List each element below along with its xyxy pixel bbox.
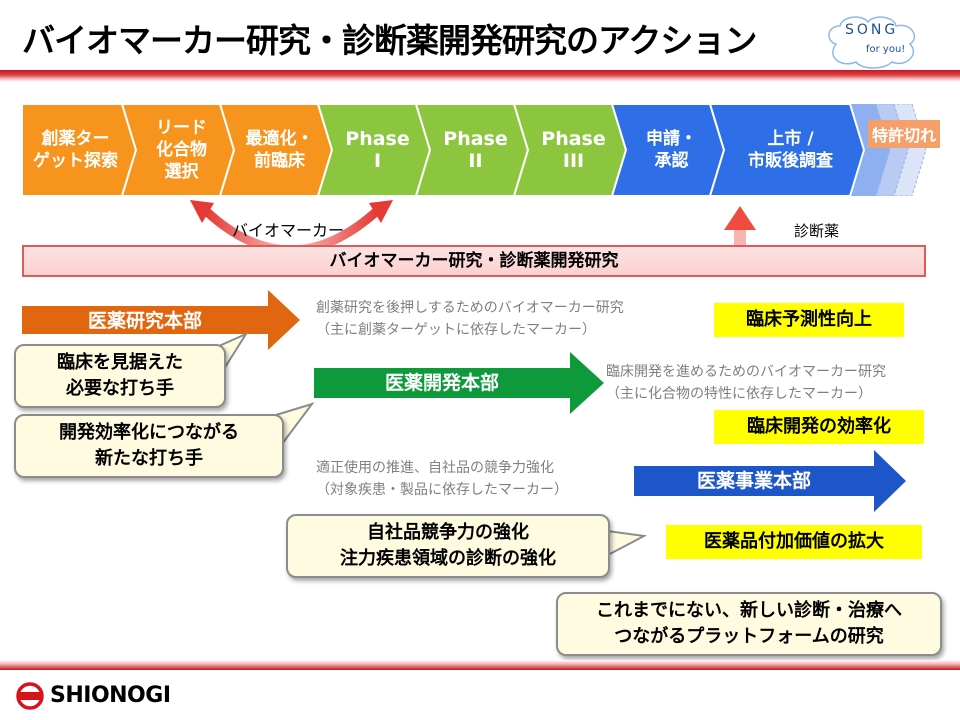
research-bar: バイオマーカー研究・診断薬開発研究 xyxy=(22,245,926,277)
flow-chevron-3 xyxy=(316,104,432,196)
note-research: 創薬研究を後押しするためのバイオマーカー研究 （主に創薬ターゲットに依存したマー… xyxy=(316,300,624,338)
flow-chevron-5 xyxy=(512,104,628,196)
callout-clinical-action: 臨床を見据えた 必要な打ち手 xyxy=(14,344,226,408)
flow-stage-label-5: Phase III xyxy=(541,128,606,172)
song-logo-icon xyxy=(828,16,916,69)
flow-stage-label-3: Phase I xyxy=(345,128,410,172)
flow-stage-label-4: Phase II xyxy=(443,128,508,172)
flow-chevron-6 xyxy=(610,104,726,196)
footer-rule xyxy=(0,660,960,670)
song-logo-sub: for you! xyxy=(866,44,906,55)
outcome-value-added: 医薬品付加価値の拡大 xyxy=(666,525,922,559)
note-business: 適正使用の推進、自社品の競争力強化 （対象疾患・製品に依存したマーカー） xyxy=(316,460,568,498)
callout-platform-research: これまでにない、新しい診断・治療へ つながるプラットフォームの研究 xyxy=(556,592,942,656)
shionogi-logo-icon xyxy=(16,682,44,710)
dept-development-label: 医薬開発本部 xyxy=(384,372,499,394)
flow-stage-label-7: 上市 / 市販後調査 xyxy=(748,129,833,171)
diagnostic-label: 診断薬 xyxy=(794,222,840,240)
flow-stage-label-6: 申請・ 承認 xyxy=(646,129,697,171)
outcome-clinical-prediction: 臨床予測性向上 xyxy=(714,303,904,337)
song-logo-text: SONG xyxy=(845,22,899,38)
biomarker-label: バイオマーカー xyxy=(232,221,345,240)
callout-efficiency-action: 開発効率化につながる 新たな打ち手 xyxy=(14,414,284,478)
flow-stage-label-2: 最適化・ 前臨床 xyxy=(245,129,314,171)
flow-stage-label-0: 創薬ター ゲット探索 xyxy=(33,129,118,171)
company-logo-text: SHIONOGI xyxy=(50,683,171,708)
dept-arrow-development xyxy=(314,352,604,414)
patent-expiry-label: 特許切れ xyxy=(868,120,941,148)
outcome-development-efficiency: 臨床開発の効率化 xyxy=(714,410,924,444)
title-rule xyxy=(0,70,960,82)
flow-chevron-2 xyxy=(218,104,334,196)
dept-arrow-business xyxy=(634,450,906,512)
flow-chevron-7 xyxy=(708,104,866,196)
dept-arrow-research xyxy=(22,290,300,350)
dept-research-label: 医薬研究本部 xyxy=(87,310,202,332)
flow-stage-label-1: リード 化合物 選択 xyxy=(156,118,207,182)
flow-chevron-4 xyxy=(414,104,530,196)
page-title: バイオマーカー研究・診断薬開発研究のアクション xyxy=(22,21,757,60)
note-development: 臨床開発を進めるためのバイオマーカー研究 （主に化合物の特性に依存したマーカー） xyxy=(606,364,886,402)
dept-business-label: 医薬事業本部 xyxy=(696,470,811,492)
callout-competitiveness: 自社品競争力の強化 注力疾患領域の診断の強化 xyxy=(286,514,610,578)
flow-chevron-1 xyxy=(120,104,236,196)
